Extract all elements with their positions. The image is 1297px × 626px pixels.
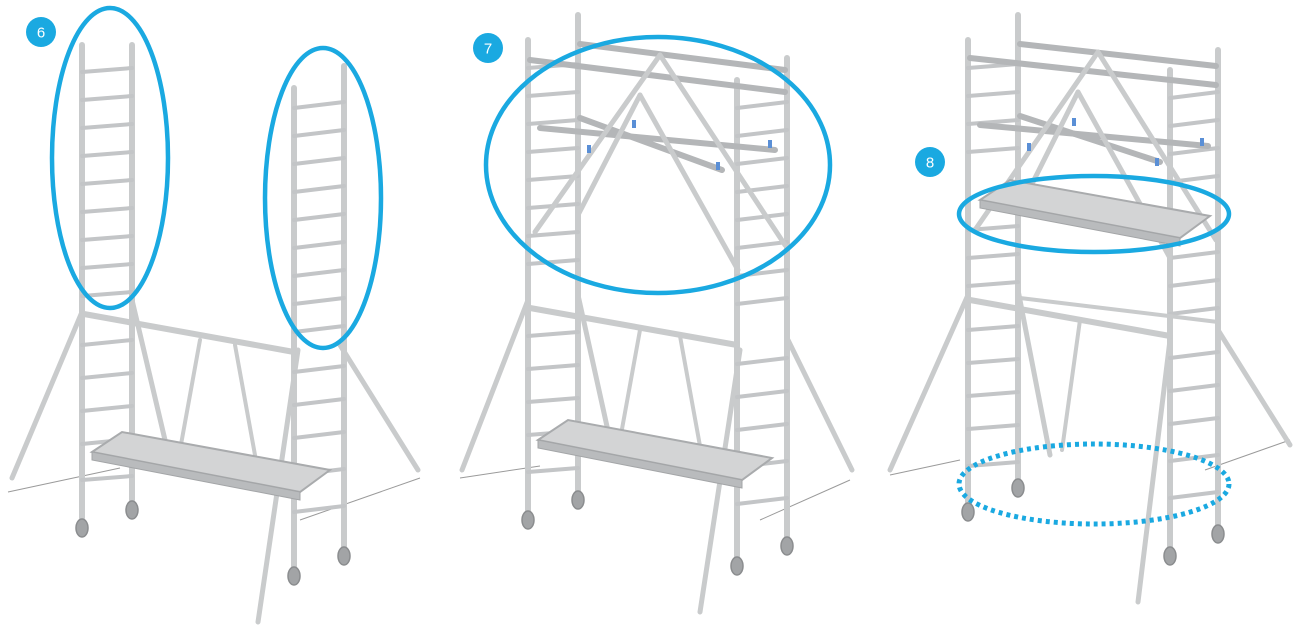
step-badge-7: 7 bbox=[473, 33, 503, 63]
right-ladder-frame bbox=[1167, 47, 1221, 555]
platform-deck bbox=[89, 430, 333, 501]
panel-step-6: 6 bbox=[7, 5, 421, 625]
panel-step-7: 7 bbox=[459, 12, 855, 615]
highlight-top-guardrail bbox=[483, 34, 833, 296]
left-ladder-frame bbox=[965, 12, 1021, 508]
panel-step-8: 8 bbox=[887, 12, 1293, 605]
highlight-base-dashed bbox=[956, 441, 1232, 527]
right-ladder-frame bbox=[291, 63, 347, 571]
left-ladder-frame bbox=[79, 42, 135, 521]
floor-lines bbox=[459, 465, 851, 521]
highlight-right-ladder bbox=[262, 45, 384, 351]
floor-lines bbox=[7, 467, 421, 521]
outrigger-stabilizers bbox=[887, 287, 1293, 605]
top-guardrail-frame bbox=[527, 41, 788, 273]
step-number: 6 bbox=[37, 25, 45, 42]
horizontal-brace bbox=[527, 305, 740, 448]
highlight-left-ladder bbox=[49, 5, 171, 311]
castor-wheels bbox=[75, 500, 351, 586]
castor-wheels bbox=[961, 478, 1225, 566]
highlight-upper-platform bbox=[956, 173, 1232, 255]
platform-deck bbox=[535, 418, 775, 489]
step-badge-8: 8 bbox=[915, 147, 945, 177]
right-ladder-frame bbox=[734, 55, 790, 563]
upper-platform-deck bbox=[977, 178, 1213, 247]
floor-lines bbox=[889, 439, 1291, 476]
castor-wheels bbox=[521, 490, 794, 576]
step-number: 7 bbox=[484, 41, 492, 58]
step-number: 8 bbox=[926, 155, 934, 172]
horizontal-brace bbox=[967, 296, 1220, 339]
step-badge-6: 6 bbox=[26, 17, 56, 47]
horizontal-brace bbox=[81, 311, 297, 457]
